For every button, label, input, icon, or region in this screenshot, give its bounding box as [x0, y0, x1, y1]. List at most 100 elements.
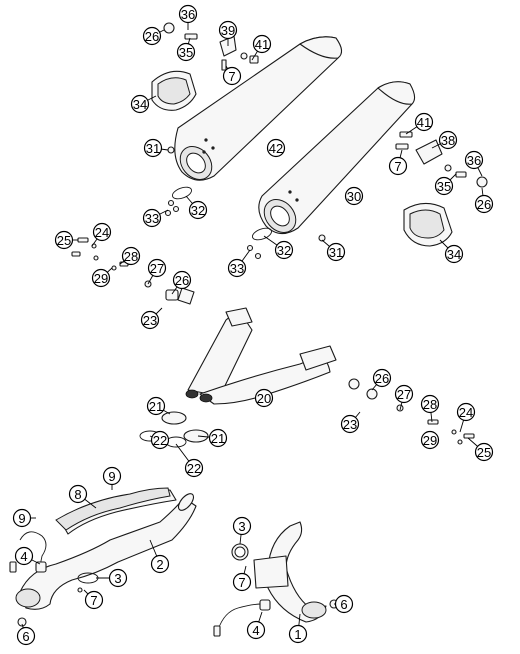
callout-circle	[91, 268, 111, 288]
callout-9: 9	[12, 508, 36, 528]
callout-number: 33	[145, 211, 159, 226]
callout-circle	[274, 240, 294, 260]
callout-7: 7	[83, 589, 104, 610]
callout-number: 20	[257, 391, 271, 406]
callout-number: 9	[18, 511, 25, 526]
callout-number: 1	[294, 627, 301, 642]
callout-circle	[222, 66, 242, 86]
callout-8: 8	[68, 484, 97, 509]
callout-circle	[68, 484, 88, 504]
callout-circle	[344, 186, 364, 206]
silencer-clamp-right	[403, 202, 453, 247]
callout-number: 33	[230, 261, 244, 276]
callout-circle	[388, 156, 408, 176]
callout-circle	[326, 242, 346, 262]
callout-number: 34	[447, 247, 461, 262]
callout-circle	[252, 34, 272, 54]
callout-26: 26	[171, 270, 192, 295]
callout-7: 7	[232, 565, 252, 592]
callout-circle	[142, 26, 162, 46]
callout-circle	[142, 208, 162, 228]
callout-number: 6	[22, 629, 29, 644]
callout-number: 25	[57, 233, 71, 248]
callout-number: 21	[211, 431, 225, 446]
callout-21: 21	[197, 428, 228, 448]
y-pipe-header	[185, 307, 378, 405]
callout-32: 32	[263, 235, 294, 260]
callout-circle	[150, 554, 170, 574]
callout-circle	[232, 572, 252, 592]
callout-39: 39	[218, 20, 238, 46]
callout-number: 26	[477, 197, 491, 212]
callout-6: 6	[16, 623, 36, 646]
callout-31: 31	[143, 138, 169, 158]
callout-circle	[420, 394, 440, 414]
callout-circle	[288, 624, 308, 644]
callout-26: 26	[371, 368, 392, 391]
callout-22: 22	[175, 443, 204, 478]
callout-circle	[16, 626, 36, 646]
callout-circle	[14, 546, 34, 566]
callout-34: 34	[130, 94, 157, 114]
callout-9: 9	[102, 466, 122, 490]
callout-24: 24	[456, 402, 476, 433]
callout-circle	[474, 194, 494, 214]
callout-22: 22	[149, 430, 170, 450]
callout-circle	[246, 620, 266, 640]
callout-circle	[254, 388, 274, 408]
callout-number: 42	[269, 141, 283, 156]
callout-number: 24	[459, 405, 473, 420]
callout-number: 35	[437, 179, 451, 194]
callout-circle	[414, 112, 434, 132]
callout-circle	[232, 516, 252, 536]
callout-circle	[54, 230, 74, 250]
header-pipe-right	[231, 521, 327, 623]
callout-circle	[102, 466, 122, 486]
callout-number: 8	[74, 487, 81, 502]
callout-36: 36	[464, 150, 484, 177]
callout-number: 7	[90, 593, 97, 608]
callout-number: 31	[329, 245, 343, 260]
callout-4: 4	[246, 611, 266, 640]
callout-number: 29	[423, 433, 437, 448]
callout-circle	[121, 246, 141, 266]
callout-number: 6	[340, 597, 347, 612]
callout-number: 4	[20, 549, 27, 564]
callout-28: 28	[420, 394, 440, 423]
callout-number: 29	[94, 271, 108, 286]
callout-30: 30	[344, 186, 364, 206]
callout-number: 26	[375, 371, 389, 386]
callout-number: 3	[238, 519, 245, 534]
nut-left	[17, 617, 27, 627]
callout-circle	[172, 270, 192, 290]
callout-number: 27	[397, 387, 411, 402]
callout-circle	[456, 402, 476, 422]
callout-4: 4	[14, 546, 41, 566]
callout-number: 22	[153, 433, 167, 448]
callout-23: 23	[140, 307, 163, 330]
callout-circle	[184, 458, 204, 478]
mounting-hardware-top	[163, 22, 259, 217]
oxygen-sensor-left	[9, 531, 47, 573]
mounting-hardware-mid-right	[396, 404, 475, 445]
callout-circle	[130, 94, 150, 114]
callout-25: 25	[467, 437, 494, 462]
callout-number: 34	[133, 97, 147, 112]
callout-32: 32	[185, 195, 208, 220]
callout-number: 25	[477, 445, 491, 460]
callout-number: 23	[143, 313, 157, 328]
heat-shield	[55, 487, 171, 531]
callout-circle	[394, 384, 414, 404]
callout-number: 27	[150, 261, 164, 276]
callout-38: 38	[431, 130, 458, 150]
callout-circle	[208, 428, 228, 448]
callout-7: 7	[388, 149, 408, 176]
callout-number: 23	[343, 417, 357, 432]
callout-number: 38	[441, 133, 455, 148]
callout-1: 1	[288, 613, 308, 644]
callout-27: 27	[147, 258, 167, 285]
callout-circle	[372, 368, 392, 388]
callout-circle	[147, 258, 167, 278]
callout-number: 30	[347, 189, 361, 204]
